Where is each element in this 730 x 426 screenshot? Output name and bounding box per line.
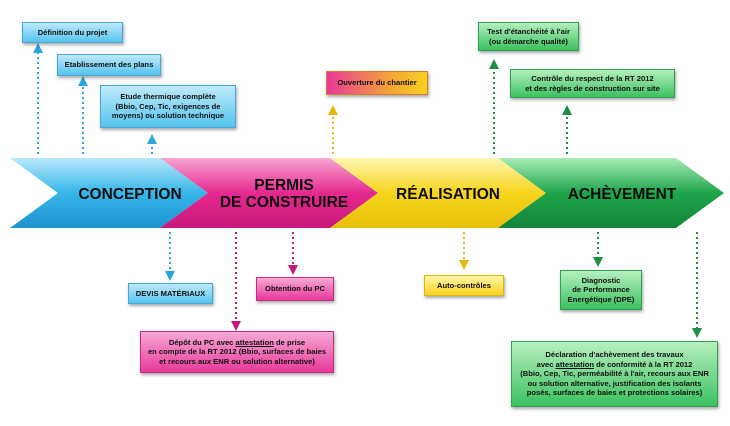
box-decl-line2: avec attestation de conformité à la RT 2… (536, 359, 693, 369)
box-definition-projet: Définition du projet (22, 22, 123, 43)
box-obtention-pc: Obtention du PC (256, 277, 334, 301)
box-ouverture-chantier: Ouverture du chantier (326, 71, 428, 95)
stage-realisation-label: RÉALISATION (396, 186, 500, 203)
box-etude-line3: moyens) ou solution technique (111, 111, 225, 121)
attestation-underlined: attestation (555, 359, 595, 369)
attestation-underlined: attestation (235, 337, 274, 347)
box-decl-line4: ou solution alternative, justification d… (527, 378, 702, 388)
box-etude-line2: (Bbio, Cep, Tic, exigences de (115, 101, 221, 111)
stage-permis-label-line2: DE CONSTRUIRE (220, 194, 348, 211)
box-controle-rt2012: Contrôle du respect de la RT 2012 et des… (510, 69, 675, 98)
box-depot-pc: Dépôt du PC avec attestation de prise en… (140, 331, 334, 373)
stage-conception-shape (10, 158, 208, 228)
box-etablissement-text: Etablissement des plans (64, 60, 154, 70)
box-dpe: Diagnostic de Performance Energétique (D… (560, 270, 642, 310)
stage-realisation-shape (330, 158, 546, 228)
stage-permis-label-line1: PERMIS (254, 177, 313, 194)
box-dpe-line3: Energétique (DPE) (567, 294, 635, 304)
box-ouverture-text: Ouverture du chantier (337, 78, 417, 88)
box-test-etancheite: Test d'étanchéité à l'air (ou démarche q… (478, 22, 579, 51)
box-controle-line2: et des règles de construction sur site (525, 83, 660, 93)
box-depot-line3: et recours aux ENR ou solution alternati… (159, 356, 315, 366)
box-definition-text: Définition du projet (37, 27, 108, 37)
box-obtention-text: Obtention du PC (265, 284, 325, 294)
box-depot-line1: Dépôt du PC avec attestation de prise (168, 337, 306, 347)
box-decl-line3: (Bbio, Cep, Tic, perméabilité à l'air, r… (520, 369, 709, 379)
stage-achevement-shape (498, 158, 724, 228)
stage-permis-shape (160, 158, 378, 228)
box-declaration-achevement: Déclaration d'achèvement des travaux ave… (511, 341, 718, 407)
box-auto-controles: Auto-contrôles (424, 275, 504, 296)
box-dpe-line1: Diagnostic (581, 275, 621, 285)
stage-conception-label: CONCEPTION (78, 186, 181, 203)
box-test-line1: Test d'étanchéité à l'air (487, 26, 570, 36)
box-etude-thermique: Etude thermique complète (Bbio, Cep, Tic… (100, 85, 236, 128)
box-test-line2: (ou démarche qualité) (489, 36, 568, 46)
box-depot-line2: en compte de la RT 2012 (Bbio, surfaces … (147, 347, 327, 357)
box-devis-materiaux: DEVIS MATÉRIAUX (128, 283, 213, 304)
box-etablissement-plans: Etablissement des plans (57, 54, 161, 76)
box-devis-text: DEVIS MATÉRIAUX (135, 288, 206, 298)
box-etude-line1: Etude thermique complète (120, 92, 216, 102)
stage-achevement-label: ACHÈVEMENT (568, 186, 677, 203)
box-auto-text: Auto-contrôles (437, 280, 491, 290)
box-decl-line1: Déclaration d'achèvement des travaux (545, 350, 684, 360)
box-decl-line5: posés, surfaces de baies et protections … (526, 388, 703, 398)
box-controle-line1: Contrôle du respect de la RT 2012 (531, 73, 654, 83)
box-dpe-line2: de Performance (572, 285, 630, 295)
